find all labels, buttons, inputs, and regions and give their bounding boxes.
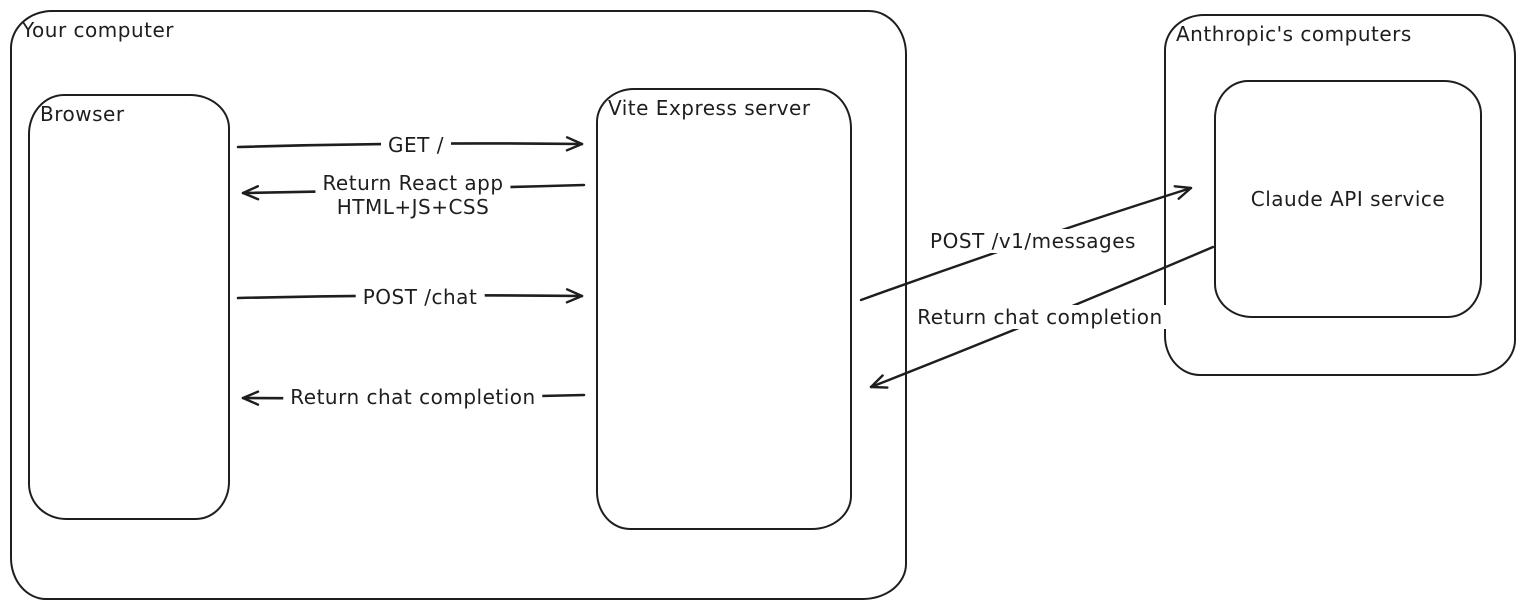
arrow-label-return-react-app: Return React app HTML+JS+CSS [315, 171, 511, 219]
arrow-label-post-v1-messages: POST /v1/messages [923, 229, 1143, 253]
claude-api-service-label: Claude API service [1250, 187, 1446, 211]
arrow-label-get-root: GET / [381, 133, 451, 157]
vite-express-server-node: Vite Express server [596, 88, 852, 530]
arrow-label-return-react-app-line1: Return React app [322, 171, 504, 195]
arrow-label-return-chat-completion-to-server: Return chat completion [910, 305, 1170, 329]
anthropic-computers-label: Anthropic's computers [1176, 22, 1412, 46]
claude-api-service-node: Claude API service [1214, 80, 1482, 318]
your-computer-label: Your computer [22, 18, 175, 42]
vite-express-server-label: Vite Express server [608, 96, 811, 120]
browser-node: Browser [28, 94, 230, 520]
browser-label: Browser [40, 102, 125, 126]
arrow-label-post-chat: POST /chat [355, 285, 485, 309]
arrow-label-return-react-app-line2: HTML+JS+CSS [336, 195, 490, 219]
arrow-label-return-chat-completion-to-browser: Return chat completion [283, 385, 543, 409]
